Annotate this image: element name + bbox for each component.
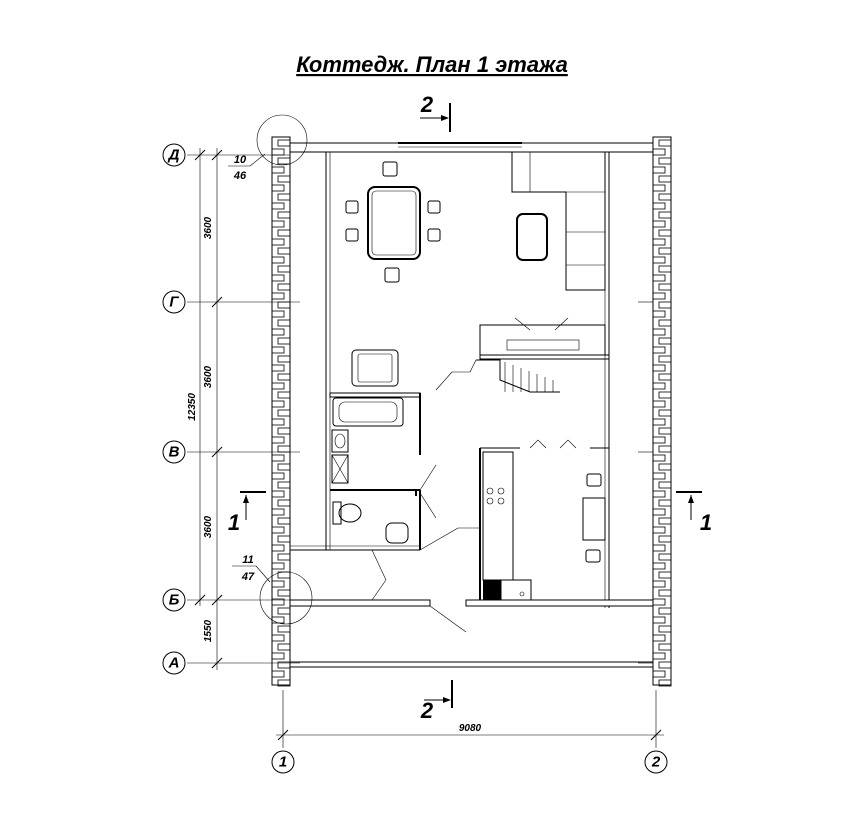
section-label-1-left: 1 [228, 510, 240, 535]
node-bottom-denominator: 47 [241, 571, 255, 583]
section-mark-2-top: 2 [420, 92, 451, 132]
axis-label-g: Г [169, 294, 179, 311]
node-top-denominator: 46 [233, 170, 247, 182]
node-callout-top: 10 46 [228, 114, 308, 182]
doors [371, 359, 577, 633]
dim-segment-1: 3600 [203, 216, 214, 239]
section-mark-2-bottom: 2 [420, 680, 453, 723]
dim-segment-2: 3600 [203, 365, 214, 388]
axis-label-2: 2 [651, 754, 661, 771]
axis-bubble-g: Г [162, 290, 186, 314]
dim-total-width: 9080 [459, 723, 482, 734]
axis-bubble-b: Б [162, 588, 186, 612]
section-label-1-right: 1 [700, 510, 712, 535]
node-bottom-numerator: 11 [242, 554, 253, 566]
exterior-walls [271, 136, 672, 687]
node-callout-bottom: 11 47 [232, 554, 313, 625]
dim-total-height: 12350 [187, 393, 198, 421]
plan-title: Коттедж. План 1 этажа [296, 52, 568, 77]
axis-bubble-a: А [162, 651, 186, 675]
furniture [331, 151, 606, 601]
axis-label-1: 1 [279, 754, 287, 771]
axis-label-a: А [168, 655, 180, 672]
axis-label-d: Д [167, 147, 180, 164]
vertical-dimensions: 3600 3600 3600 1550 12350 [187, 148, 223, 670]
axis-bubble-d: Д [162, 143, 186, 167]
axis-bubble-1: 1 [271, 750, 295, 774]
node-top-numerator: 10 [234, 154, 247, 166]
dim-segment-4: 1550 [203, 619, 214, 642]
axis-bubble-2: 2 [644, 750, 668, 774]
section-label-2-top: 2 [420, 92, 434, 117]
axis-bubble-v: В [162, 440, 186, 464]
grid-axes [187, 154, 657, 748]
section-mark-1-right: 1 [676, 491, 712, 535]
dim-segment-3: 3600 [203, 515, 214, 538]
axis-label-b: Б [169, 592, 180, 609]
section-label-2-bottom: 2 [420, 698, 434, 723]
section-mark-1-left: 1 [228, 491, 266, 535]
horizontal-dimension: 9080 [276, 723, 664, 741]
axis-label-v: В [169, 444, 180, 461]
